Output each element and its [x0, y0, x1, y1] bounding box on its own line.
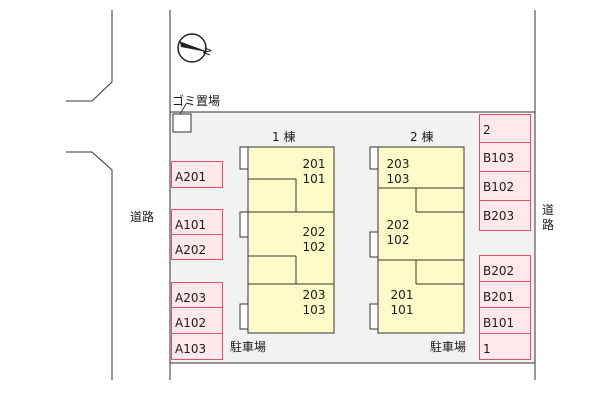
road-edge-line	[66, 151, 113, 380]
parking-stall: A202	[171, 234, 223, 260]
parking-stall: B203	[479, 200, 531, 231]
parking-stall: 1	[479, 333, 531, 360]
unit-number: 202	[302, 225, 326, 239]
parking-stall: A101	[171, 209, 223, 235]
parking-stall: B102	[479, 171, 531, 201]
unit-number: 101	[302, 172, 326, 186]
parking-stall: B103	[479, 142, 531, 172]
unit-number: 201	[390, 288, 414, 302]
unit-number: 201	[302, 157, 326, 171]
unit-number: 102	[302, 240, 326, 254]
unit-number: 102	[386, 233, 410, 247]
building-1-label: 1 棟	[272, 130, 296, 144]
road-left-label: 道路	[130, 210, 155, 224]
garbage-area	[172, 113, 192, 133]
unit-number: 203	[302, 288, 326, 302]
unit-number: 103	[302, 303, 326, 317]
parking-right-label: 駐車場	[430, 340, 467, 354]
parking-stall: A103	[171, 333, 223, 360]
parking-stall: B101	[479, 307, 531, 334]
road-right-label: 道路	[541, 203, 555, 233]
unit-number: 203	[386, 157, 410, 171]
north-compass-icon	[177, 33, 208, 63]
parking-stall: A203	[171, 282, 223, 308]
road-right-label-char: 道	[541, 203, 554, 217]
unit-number: 202	[386, 218, 410, 232]
parking-stall: B201	[479, 281, 531, 308]
garbage-label: ゴミ置場	[172, 94, 221, 108]
building-1	[239, 146, 335, 334]
parking-stall: A201	[171, 161, 223, 188]
parking-stall: 2	[479, 114, 531, 143]
parking-stall: A102	[171, 307, 223, 334]
road-right-label-text: 道路	[541, 203, 555, 233]
road-right-label-char: 路	[541, 218, 554, 232]
lot-area	[169, 111, 536, 364]
building-2-label: 2 棟	[410, 130, 434, 144]
parking-stall: B202	[479, 255, 531, 282]
garbage-leader-line	[179, 103, 187, 115]
road-edge-line	[66, 10, 113, 102]
parking-left-label: 駐車場	[230, 340, 267, 354]
building-2	[369, 146, 465, 334]
unit-number: 101	[390, 303, 414, 317]
unit-number: 103	[386, 172, 410, 186]
